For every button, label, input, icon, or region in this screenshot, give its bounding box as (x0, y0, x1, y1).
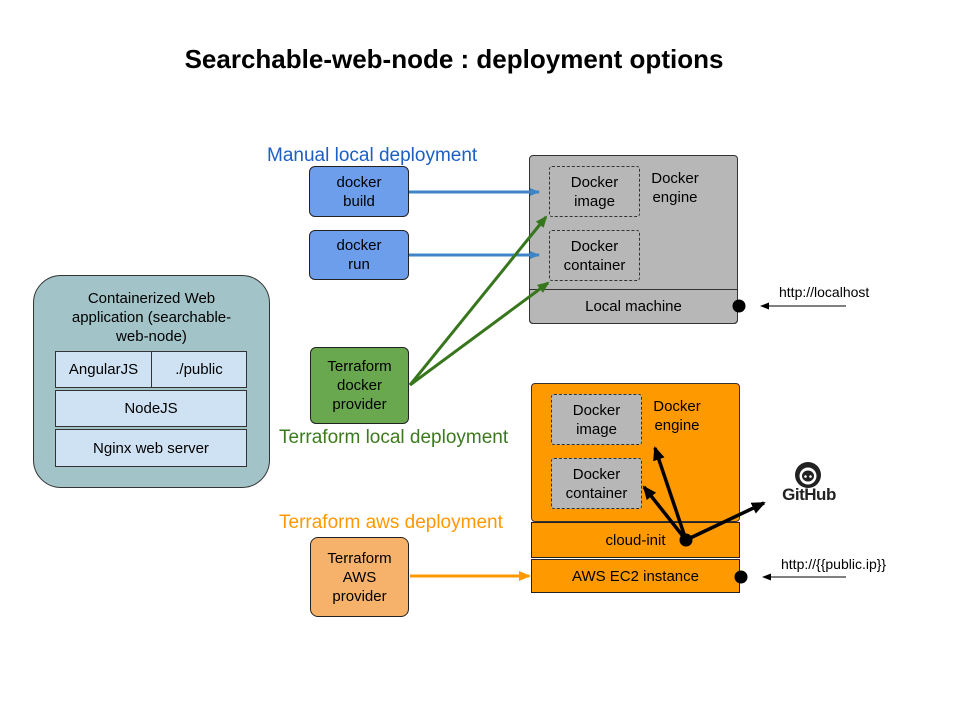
localhost-url: http://localhost (779, 284, 870, 300)
cloud-init-to-github-arrow (685, 501, 766, 542)
aws-ec2-instance-label: AWS EC2 instance (572, 567, 699, 585)
angularjs-cell: AngularJS (55, 351, 152, 388)
aws-ec2-instance-box: AWS EC2 instance (531, 559, 740, 593)
containerized-app-title: Containerized Web application (searchabl… (71, 290, 232, 345)
github-octocat-icon (795, 462, 821, 488)
local-docker-engine-label: Docker engine (651, 170, 699, 206)
docker-build-box: docker build (309, 166, 409, 217)
aws-instance-port-dot (734, 570, 748, 584)
terraform-aws-deployment-label: Terraform aws deployment (279, 512, 503, 533)
nodejs-cell: NodeJS (55, 390, 247, 427)
cloud-init-label: cloud-init (605, 531, 666, 549)
local-machine-port-dot (732, 299, 746, 313)
nginx-cell: Nginx web server (55, 429, 247, 467)
docker-build-label: docker build (336, 173, 382, 210)
terraform-docker-provider-label: Terraform docker provider (327, 358, 392, 413)
terraform-aws-provider-label: Terraform AWS provider (327, 549, 392, 605)
aws-docker-image-box: Docker image (551, 394, 642, 445)
aws-docker-container-label: Docker container (565, 465, 628, 502)
aws-docker-engine-box: Docker engine Docker image Docker contai… (531, 383, 740, 522)
aws-docker-container-box: Docker container (551, 458, 642, 509)
terraform-to-container-arrow (409, 281, 550, 387)
local-docker-container-label: Docker container (563, 237, 626, 274)
aws-docker-image-label: Docker image (572, 401, 621, 438)
aws-docker-engine-label: Docker engine (653, 398, 701, 434)
page-title: Searchable-web-node : deployment options (184, 44, 724, 74)
local-machine-label: Local machine (585, 298, 682, 315)
cloud-init-to-container-arrow (642, 485, 688, 542)
terraform-aws-provider-box: Terraform AWS provider (310, 537, 409, 617)
local-docker-image-box: Docker image (549, 166, 640, 217)
terraform-local-deployment-label: Terraform local deployment (279, 427, 509, 448)
terraform-docker-provider-box: Terraform docker provider (310, 347, 409, 424)
local-docker-image-label: Docker image (570, 173, 619, 210)
terraform-to-image-arrow (408, 215, 548, 386)
docker-run-label: docker run (336, 237, 382, 273)
github-logo: GitHub (780, 461, 840, 506)
github-wordmark: GitHub (782, 485, 836, 504)
cloud-init-box: cloud-init (531, 522, 740, 558)
docker-run-box: docker run (309, 230, 409, 280)
containerized-app-box: Containerized Web application (searchabl… (33, 275, 270, 488)
local-machine-box: Docker engine Docker image Docker contai… (529, 155, 738, 324)
public-folder-cell: ./public (151, 351, 247, 388)
cloud-init-to-image-arrow (653, 446, 688, 541)
public-ip-url: http://{{public.ip}} (781, 556, 887, 572)
local-docker-container-box: Docker container (549, 230, 640, 281)
manual-deployment-label: Manual local deployment (267, 145, 478, 166)
